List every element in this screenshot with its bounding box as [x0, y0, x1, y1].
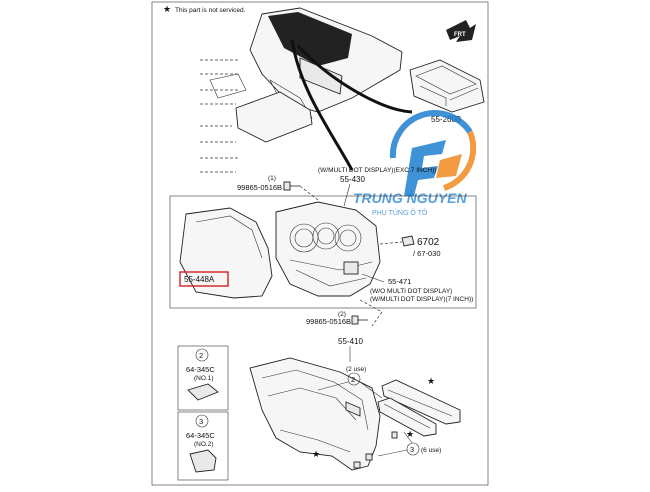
callout-67-030: / 67-030: [413, 249, 441, 258]
part-55-260b: 55-260B: [409, 59, 485, 124]
clip-1: [365, 453, 373, 461]
star-icon: ★: [163, 5, 171, 15]
callout-99865-0516b-top: 99865-0516B: [237, 183, 282, 192]
callout-1: (1): [268, 175, 276, 182]
trim-strip-upper: [381, 379, 461, 425]
legend-item2-part: 64-345C: [186, 365, 215, 374]
star-icon-trim-lower: ★: [406, 430, 414, 440]
circle-2-label: 2: [351, 375, 355, 384]
front-arrow-label: FRT: [454, 32, 466, 38]
callout-multi-dot-display: (W/MULTI DOT DISPLAY)(EXC.7 INCH)): [318, 167, 436, 174]
diagram-frame: [151, 1, 489, 486]
callout-wo-multi-dot: (W/O MULTI DOT DISPLAY): [370, 288, 452, 295]
circle-3-marker: [406, 442, 420, 456]
callout-w-multi-dot-7: (W/MULTI DOT DISPLAY)(7 INCH)): [370, 296, 473, 303]
dashboard-overview: [200, 7, 413, 173]
screw-1: (1) 99865-0516B: [237, 175, 319, 201]
cluster-lens-55-448a: [179, 207, 273, 299]
clip-3: [391, 431, 398, 439]
star-icon-hood: ★: [312, 450, 320, 460]
legend-item3-sub: (NO.2): [194, 441, 214, 448]
star-icon-trim-upper: ★: [427, 377, 435, 387]
callout-55-448a[interactable]: 55-448A: [184, 275, 215, 284]
callout-55-471: 55-471: [388, 277, 411, 286]
callout-6702: 6702: [417, 237, 440, 248]
watermark-tagline: PHỤ TÙNG Ô TÔ: [372, 208, 428, 217]
callout-6-use: (6 use): [421, 447, 441, 454]
callout-55-430: 55-430: [340, 175, 365, 184]
trim-strip-lower: [377, 397, 437, 437]
callout-55-410: 55-410: [338, 337, 363, 346]
cluster-box: [169, 195, 477, 309]
circle-3-label: 3: [410, 445, 414, 454]
screw-2: (2) 99865-0516B: [306, 299, 383, 327]
fastener-legend: 2 64-345C (NO.1) 3 64-345C (NO.2): [177, 345, 229, 481]
connector-6702: 6702 / 67-030: [379, 235, 441, 258]
note-text: This part is not serviced.: [175, 7, 246, 14]
callout-2-mid: (2): [338, 311, 346, 318]
callout-55-260b: 55-260B: [431, 115, 461, 124]
cluster-body-55-430: [275, 201, 381, 297]
watermark-logo: [389, 110, 477, 196]
callout-99865-0516b-mid: 99865-0516B: [306, 317, 351, 326]
clip-2: [353, 461, 361, 469]
cluster-hood-55-410: [249, 357, 381, 471]
legend-item3-number: 3: [199, 417, 203, 426]
highlight-box-55-448a: [179, 271, 229, 287]
circle-2-marker: [347, 372, 361, 386]
watermark-brand: TRUNG NGUYEN: [353, 190, 467, 206]
legend-item2-sub: (NO.1): [194, 375, 214, 382]
legend-item2-number: 2: [199, 351, 203, 360]
legend-item3-part: 64-345C: [186, 431, 215, 440]
front-arrow: FRT: [446, 20, 476, 42]
callout-2-use: (2 use): [346, 366, 366, 373]
